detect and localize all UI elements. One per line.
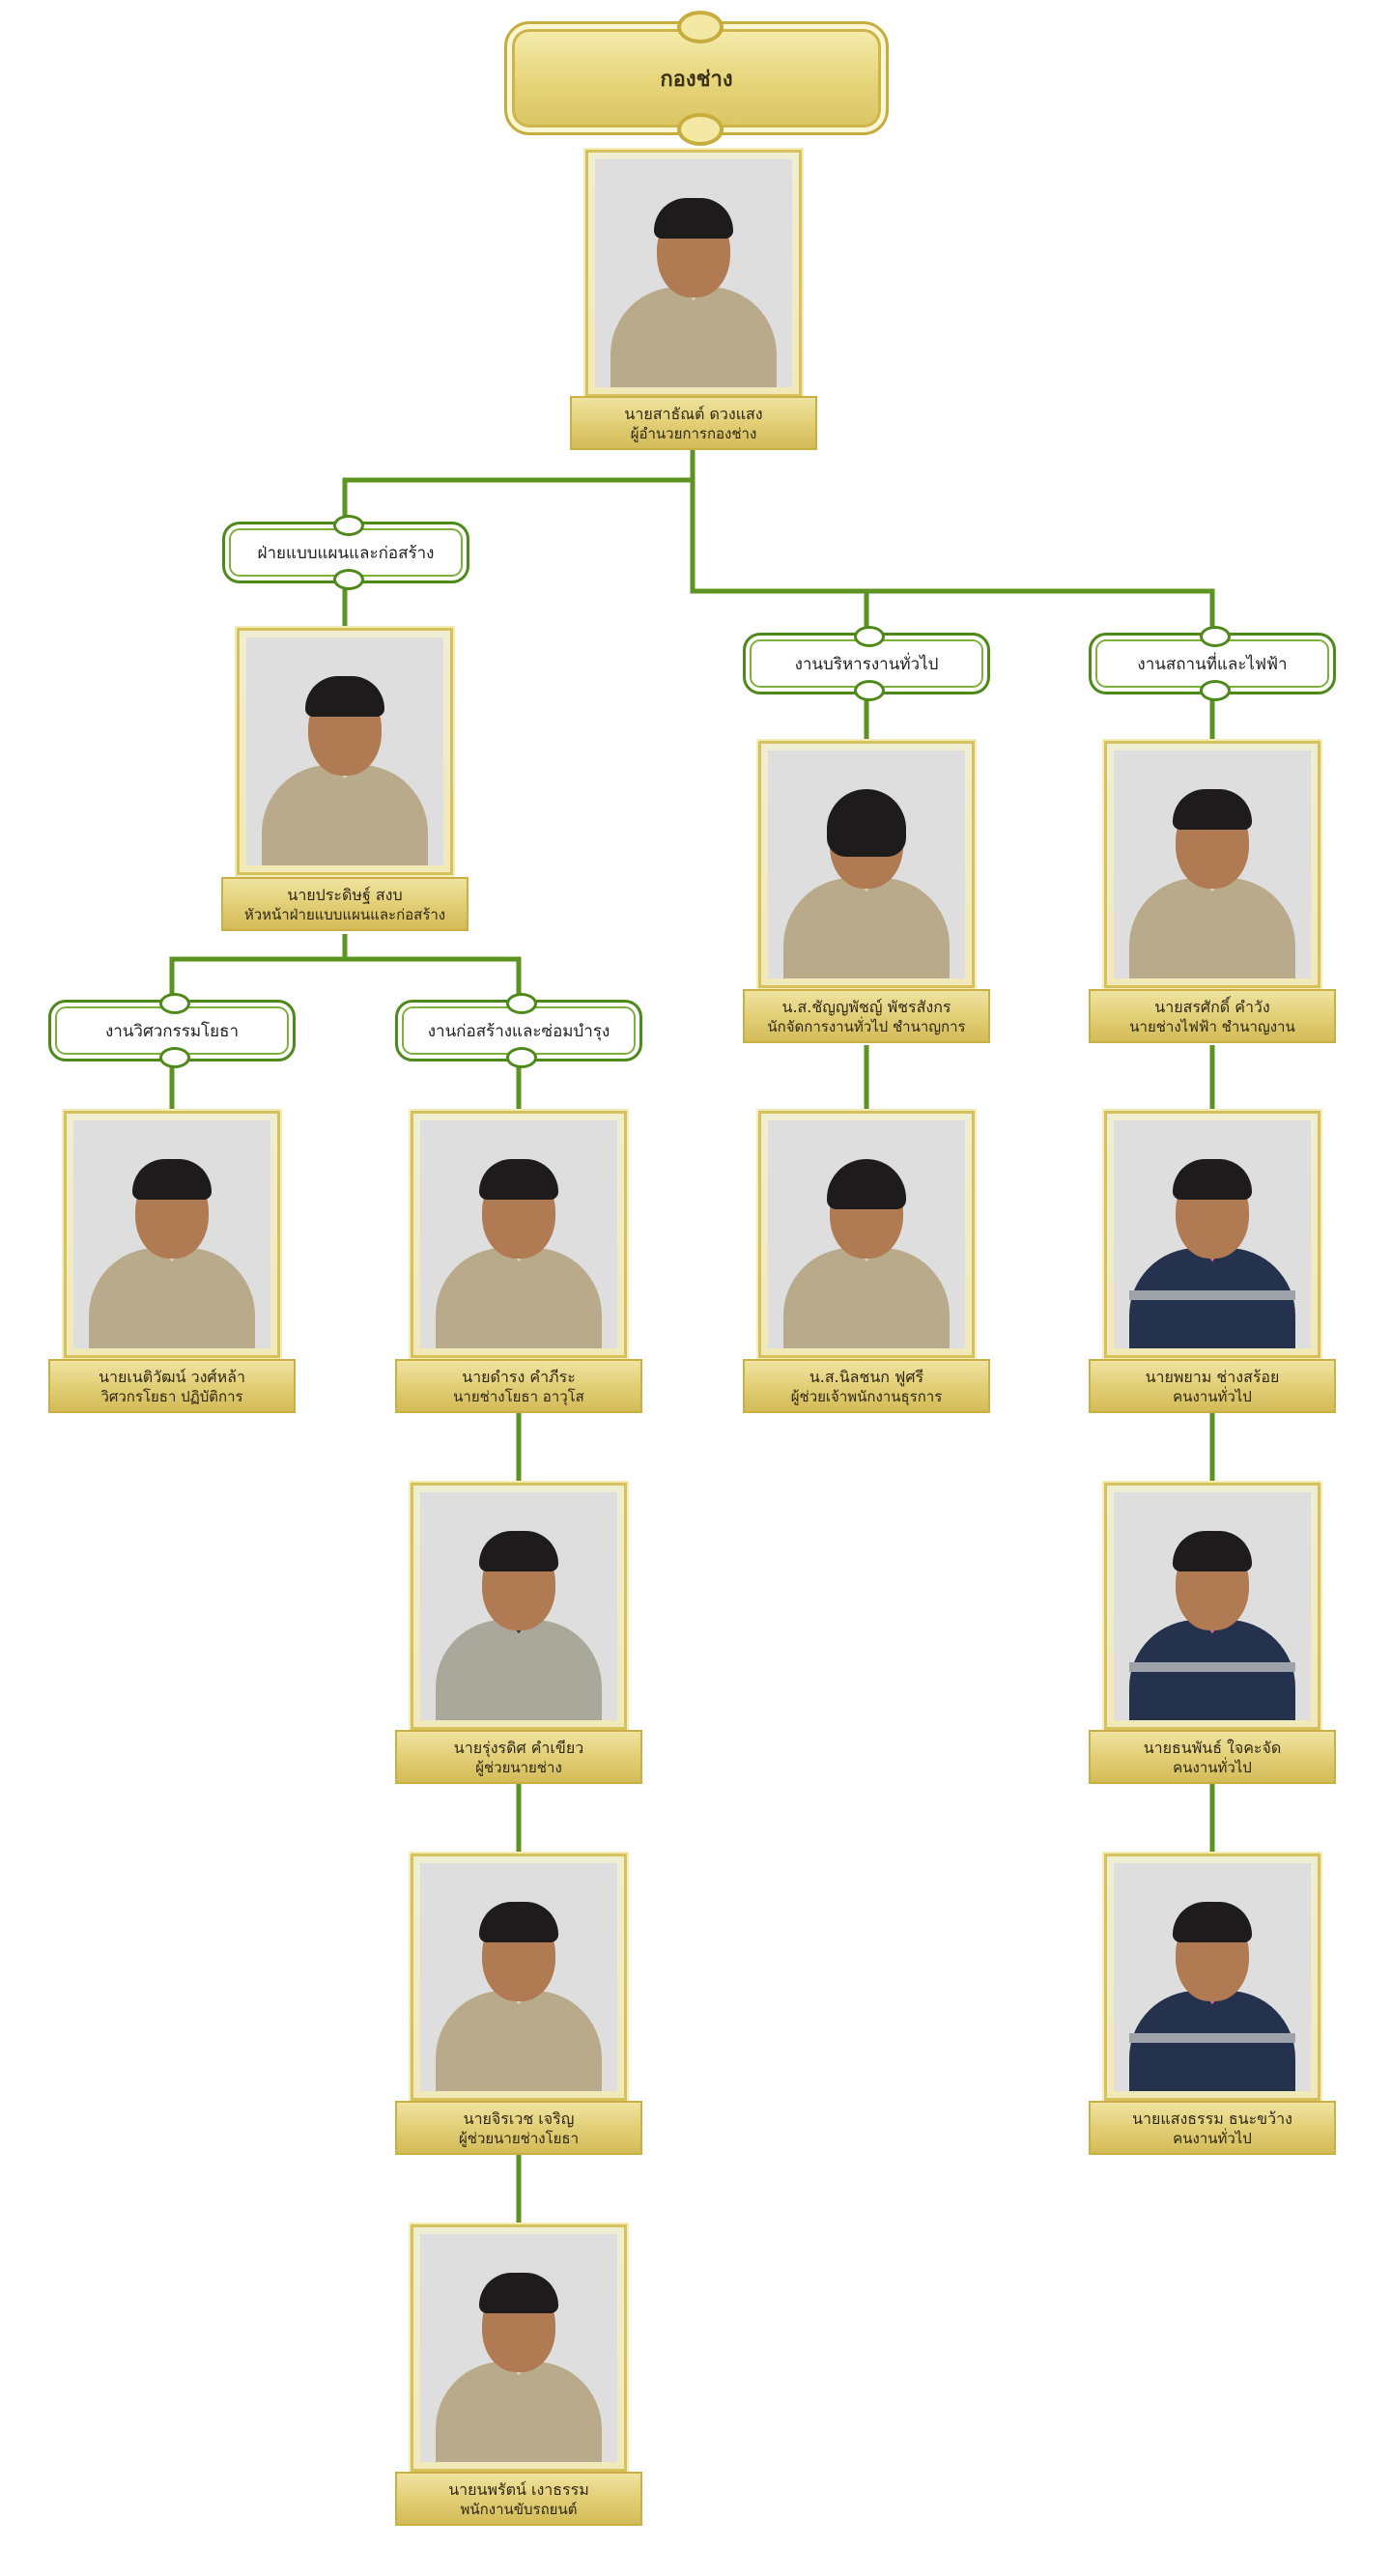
person-name: นายจิรเวช เจริญ [463, 2109, 575, 2128]
person-name: นายสาธัณต์ ดวงแสง [624, 404, 763, 423]
division-label-construction: งานก่อสร้างและซ่อมบำรุง [395, 993, 642, 1068]
person-name: นายประดิษฐ์ สงบ [287, 885, 403, 904]
person-position: คนงานทั่วไป [1173, 2129, 1252, 2147]
division-label-design: ฝ่ายแบบแผนและก่อสร้าง [222, 515, 469, 590]
ornament-knot-icon [854, 680, 885, 701]
portrait-con3 [411, 1854, 627, 2101]
portrait-con4 [411, 2224, 627, 2472]
ornament-knot-icon [159, 1047, 190, 1068]
person-position: ผู้ช่วยนายช่างโยธา [459, 2129, 579, 2147]
connector-design-to-construction [345, 956, 522, 1000]
nameplate-eng1: นายเนติวัฒน์ วงศ์หล้า วิศวกรโยธา ปฏิบัติ… [48, 1359, 296, 1413]
nameplate-con3: นายจิรเวช เจริญ ผู้ช่วยนายช่างโยธา [395, 2101, 642, 2155]
portrait-facility4 [1104, 1854, 1320, 2101]
person-position: นักจัดการงานทั่วไป ชำนาญการ [767, 1017, 966, 1035]
division-title: งานบริหารงานทั่วไป [794, 654, 939, 674]
portrait-admin2 [758, 1111, 975, 1358]
division-label-admin: งานบริหารงานทั่วไป [743, 626, 990, 701]
person-position: ผู้ช่วยเจ้าพนักงานธุรการ [790, 1387, 943, 1405]
ornament-knot-icon [854, 626, 885, 647]
portrait-facility1 [1104, 741, 1320, 988]
person-name: นายดำรง คำภีระ [462, 1367, 576, 1386]
nameplate-con4: นายนพรัตน์ เงาธรรม พนักงานขับรถยนต์ [395, 2472, 642, 2526]
nameplate-admin1: น.ส.ชัญญพัชญ์ พัชรสังกร นักจัดการงานทั่ว… [743, 989, 990, 1043]
person-position: วิศวกรโยธา ปฏิบัติการ [100, 1387, 243, 1405]
nameplate-facility1: นายสรศักดิ์ คำวัง นายช่างไฟฟ้า ชำนาญงาน [1089, 989, 1336, 1043]
ornament-knot-icon [1200, 626, 1231, 647]
portrait-facility2 [1104, 1111, 1320, 1358]
ornament-knot-icon [333, 515, 364, 536]
person-name: น.ส.นิลชนก ฟูศรี [809, 1367, 924, 1386]
ornament-scroll-icon [677, 11, 724, 43]
person-name: น.ส.ชัญญพัชญ์ พัชรสังกร [781, 997, 951, 1016]
connector-director-to-right [690, 480, 1215, 633]
department-title-plaque: กองช่าง [504, 11, 889, 146]
portrait-admin1 [758, 741, 975, 988]
portrait-con1 [411, 1111, 627, 1358]
person-position: คนงานทั่วไป [1173, 1387, 1252, 1405]
ornament-knot-icon [506, 993, 537, 1014]
department-title: กองช่าง [660, 67, 733, 92]
ornament-knot-icon [506, 1047, 537, 1068]
portrait-director [585, 150, 802, 397]
ornament-knot-icon [159, 993, 190, 1014]
connector-director-to-design [342, 450, 696, 522]
portrait-facility3 [1104, 1483, 1320, 1730]
person-position: ผู้ช่วยนายช่าง [475, 1758, 562, 1776]
person-name: นายแสงธรรม ธนะขว้าง [1132, 2109, 1292, 2128]
division-title: ฝ่ายแบบแผนและก่อสร้าง [257, 543, 435, 563]
nameplate-con2: นายรุ่งรดิศ คำเขียว ผู้ช่วยนายช่าง [395, 1730, 642, 1784]
division-title: งานวิศวกรรมโยธา [104, 1021, 240, 1041]
nameplate-facility4: นายแสงธรรม ธนะขว้าง คนงานทั่วไป [1089, 2101, 1336, 2155]
ornament-knot-icon [1200, 680, 1231, 701]
connector-design-head-to-subs [169, 934, 348, 1000]
nameplate-admin2: น.ส.นิลชนก ฟูศรี ผู้ช่วยเจ้าพนักงานธุรกา… [743, 1359, 990, 1413]
nameplate-director: นายสาธัณต์ ดวงแสง ผู้อำนวยการกองช่าง [570, 396, 817, 450]
division-title: งานสถานที่และไฟฟ้า [1137, 654, 1288, 674]
person-position: ผู้อำนวยการกองช่าง [630, 424, 757, 442]
portrait-con2 [411, 1483, 627, 1730]
person-position: หัวหน้าฝ่ายแบบแผนและก่อสร้าง [243, 905, 446, 923]
person-name: นายพยาม ช่างสร้อย [1145, 1367, 1280, 1386]
person-name: นายนพรัตน์ เงาธรรม [448, 2479, 589, 2499]
person-name: นายสรศักดิ์ คำวัง [1154, 997, 1270, 1016]
nameplate-design-head: นายประดิษฐ์ สงบ หัวหน้าฝ่ายแบบแผนและก่อส… [221, 877, 468, 931]
person-position: นายช่างไฟฟ้า ชำนาญงาน [1129, 1017, 1295, 1035]
portrait-design-head [237, 628, 453, 875]
ornament-knot-icon [333, 569, 364, 590]
person-name: นายเนติวัฒน์ วงศ์หล้า [99, 1367, 245, 1386]
person-name: นายธนพันธ์ ใจคะจัด [1143, 1738, 1282, 1757]
portrait-eng1 [64, 1111, 280, 1358]
person-position: นายช่างโยธา อาวุโส [453, 1387, 584, 1405]
person-position: พนักงานขับรถยนต์ [460, 2500, 578, 2518]
ornament-scroll-icon [677, 113, 724, 146]
division-label-facility: งานสถานที่และไฟฟ้า [1089, 626, 1336, 701]
person-position: คนงานทั่วไป [1173, 1758, 1252, 1776]
division-label-engineering: งานวิศวกรรมโยธา [48, 993, 296, 1068]
person-name: นายรุ่งรดิศ คำเขียว [453, 1738, 584, 1757]
division-title: งานก่อสร้างและซ่อมบำรุง [427, 1021, 610, 1041]
nameplate-facility2: นายพยาม ช่างสร้อย คนงานทั่วไป [1089, 1359, 1336, 1413]
nameplate-con1: นายดำรง คำภีระ นายช่างโยธา อาวุโส [395, 1359, 642, 1413]
nameplate-facility3: นายธนพันธ์ ใจคะจัด คนงานทั่วไป [1089, 1730, 1336, 1784]
